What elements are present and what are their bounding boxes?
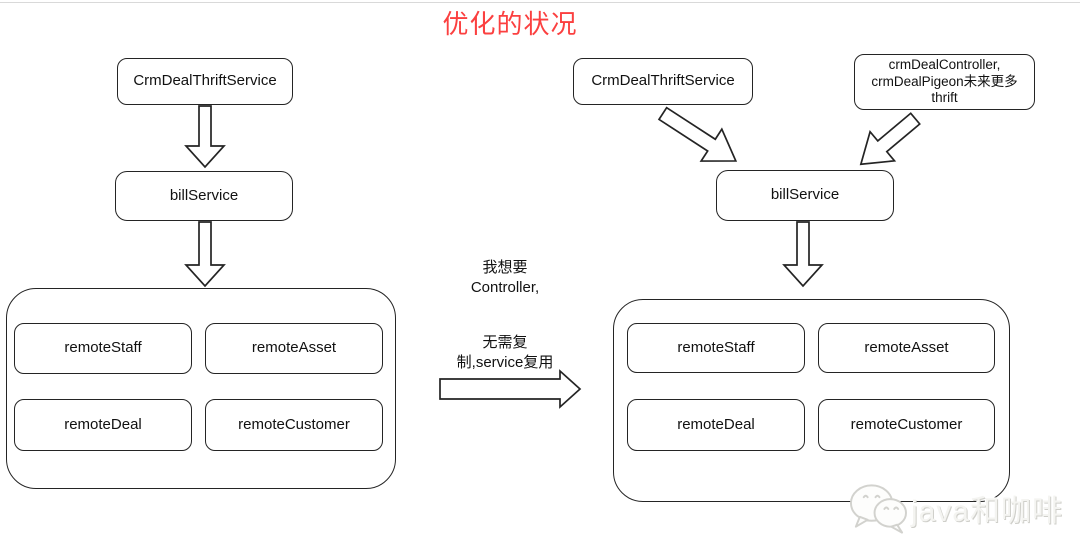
top-border-line bbox=[0, 2, 1080, 3]
diagonal-arrow-icon bbox=[657, 106, 738, 162]
watermark: java和咖啡 bbox=[848, 478, 1063, 538]
service-box: remoteCustomer bbox=[205, 399, 383, 451]
diagonal-arrow-icon bbox=[859, 112, 921, 166]
annotation-line: 我想要 bbox=[482, 259, 528, 276]
right-entry-box: CrmDealThriftService bbox=[573, 58, 753, 105]
service-box: remoteStaff bbox=[627, 323, 805, 373]
right-arrow-icon bbox=[439, 369, 582, 409]
service-box: remoteDeal bbox=[14, 399, 192, 451]
down-arrow-icon bbox=[782, 221, 824, 288]
service-box: remoteCustomer bbox=[818, 399, 995, 451]
right-future-box: crmDealController, crmDealPigeon未来更多 thr… bbox=[854, 54, 1035, 110]
left-billservice-box: billService bbox=[115, 171, 293, 221]
left-remote-container bbox=[6, 288, 396, 489]
service-box: remoteAsset bbox=[818, 323, 995, 373]
right-billservice-box: billService bbox=[716, 170, 894, 221]
left-entry-box: CrmDealThriftService bbox=[117, 58, 293, 105]
annotation-line: 无需复 bbox=[482, 334, 528, 351]
page-title: 优化的状况 bbox=[442, 9, 578, 39]
service-box: remoteStaff bbox=[14, 323, 192, 374]
future-box-line: crmDealPigeon未来更多 bbox=[871, 73, 1018, 89]
future-box-line: thrift bbox=[931, 90, 958, 106]
future-box-line: crmDealController, bbox=[888, 56, 1001, 72]
down-arrow-icon bbox=[184, 221, 226, 288]
annotation-line: 制,service复用 bbox=[456, 353, 554, 371]
service-box: remoteDeal bbox=[627, 399, 805, 451]
wechat-icon bbox=[849, 484, 907, 534]
annotation-line: Controller, bbox=[470, 278, 540, 296]
annotation-want: 我想要 Controller, bbox=[430, 258, 580, 297]
service-box: remoteAsset bbox=[205, 323, 383, 374]
annotation-reuse: 无需复 制,service复用 bbox=[420, 333, 590, 372]
watermark-text: java和咖啡 bbox=[910, 495, 1063, 528]
down-arrow-icon bbox=[184, 105, 226, 169]
